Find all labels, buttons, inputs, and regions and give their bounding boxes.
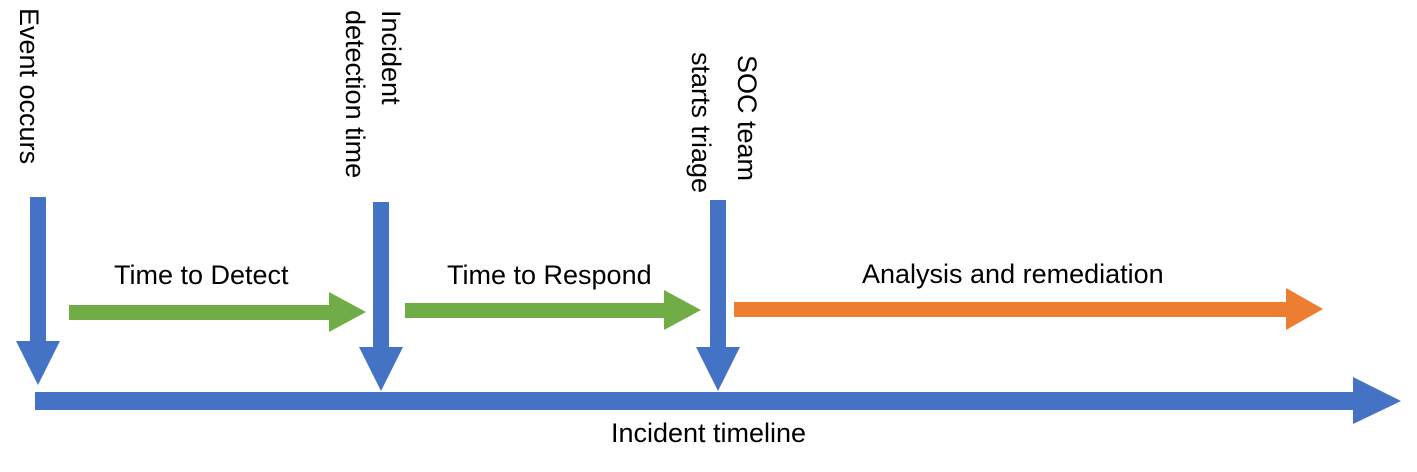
milestone-label-soc-team-starts-triage-line1: SOC team	[732, 55, 762, 182]
milestone-arrow-incident-detection-time	[359, 202, 403, 391]
milestone-label-incident-detection-time-line2: detection time	[340, 10, 370, 179]
incident-timeline-label: Incident timeline	[610, 418, 807, 448]
milestone-label-incident-detection-time-line1: Incident	[376, 10, 406, 105]
phase-arrow-time-to-respond	[405, 290, 701, 330]
milestone-label-soc-team-starts-triage-line2: starts triage	[686, 52, 716, 194]
phase-arrow-analysis-and-remediation	[734, 288, 1323, 330]
milestone-arrow-event-occurs	[16, 197, 60, 385]
phase-label-time-to-respond: Time to Respond	[447, 260, 652, 290]
milestone-arrow-soc-team-starts-triage	[696, 200, 740, 391]
phase-label-time-to-detect: Time to Detect	[114, 260, 289, 290]
milestone-label-event-occurs: Event occurs	[14, 8, 44, 165]
phase-label-analysis-and-remediation: Analysis and remediation	[862, 259, 1164, 289]
phase-arrow-time-to-detect	[69, 292, 366, 332]
incident-timeline-arrow	[35, 377, 1401, 424]
